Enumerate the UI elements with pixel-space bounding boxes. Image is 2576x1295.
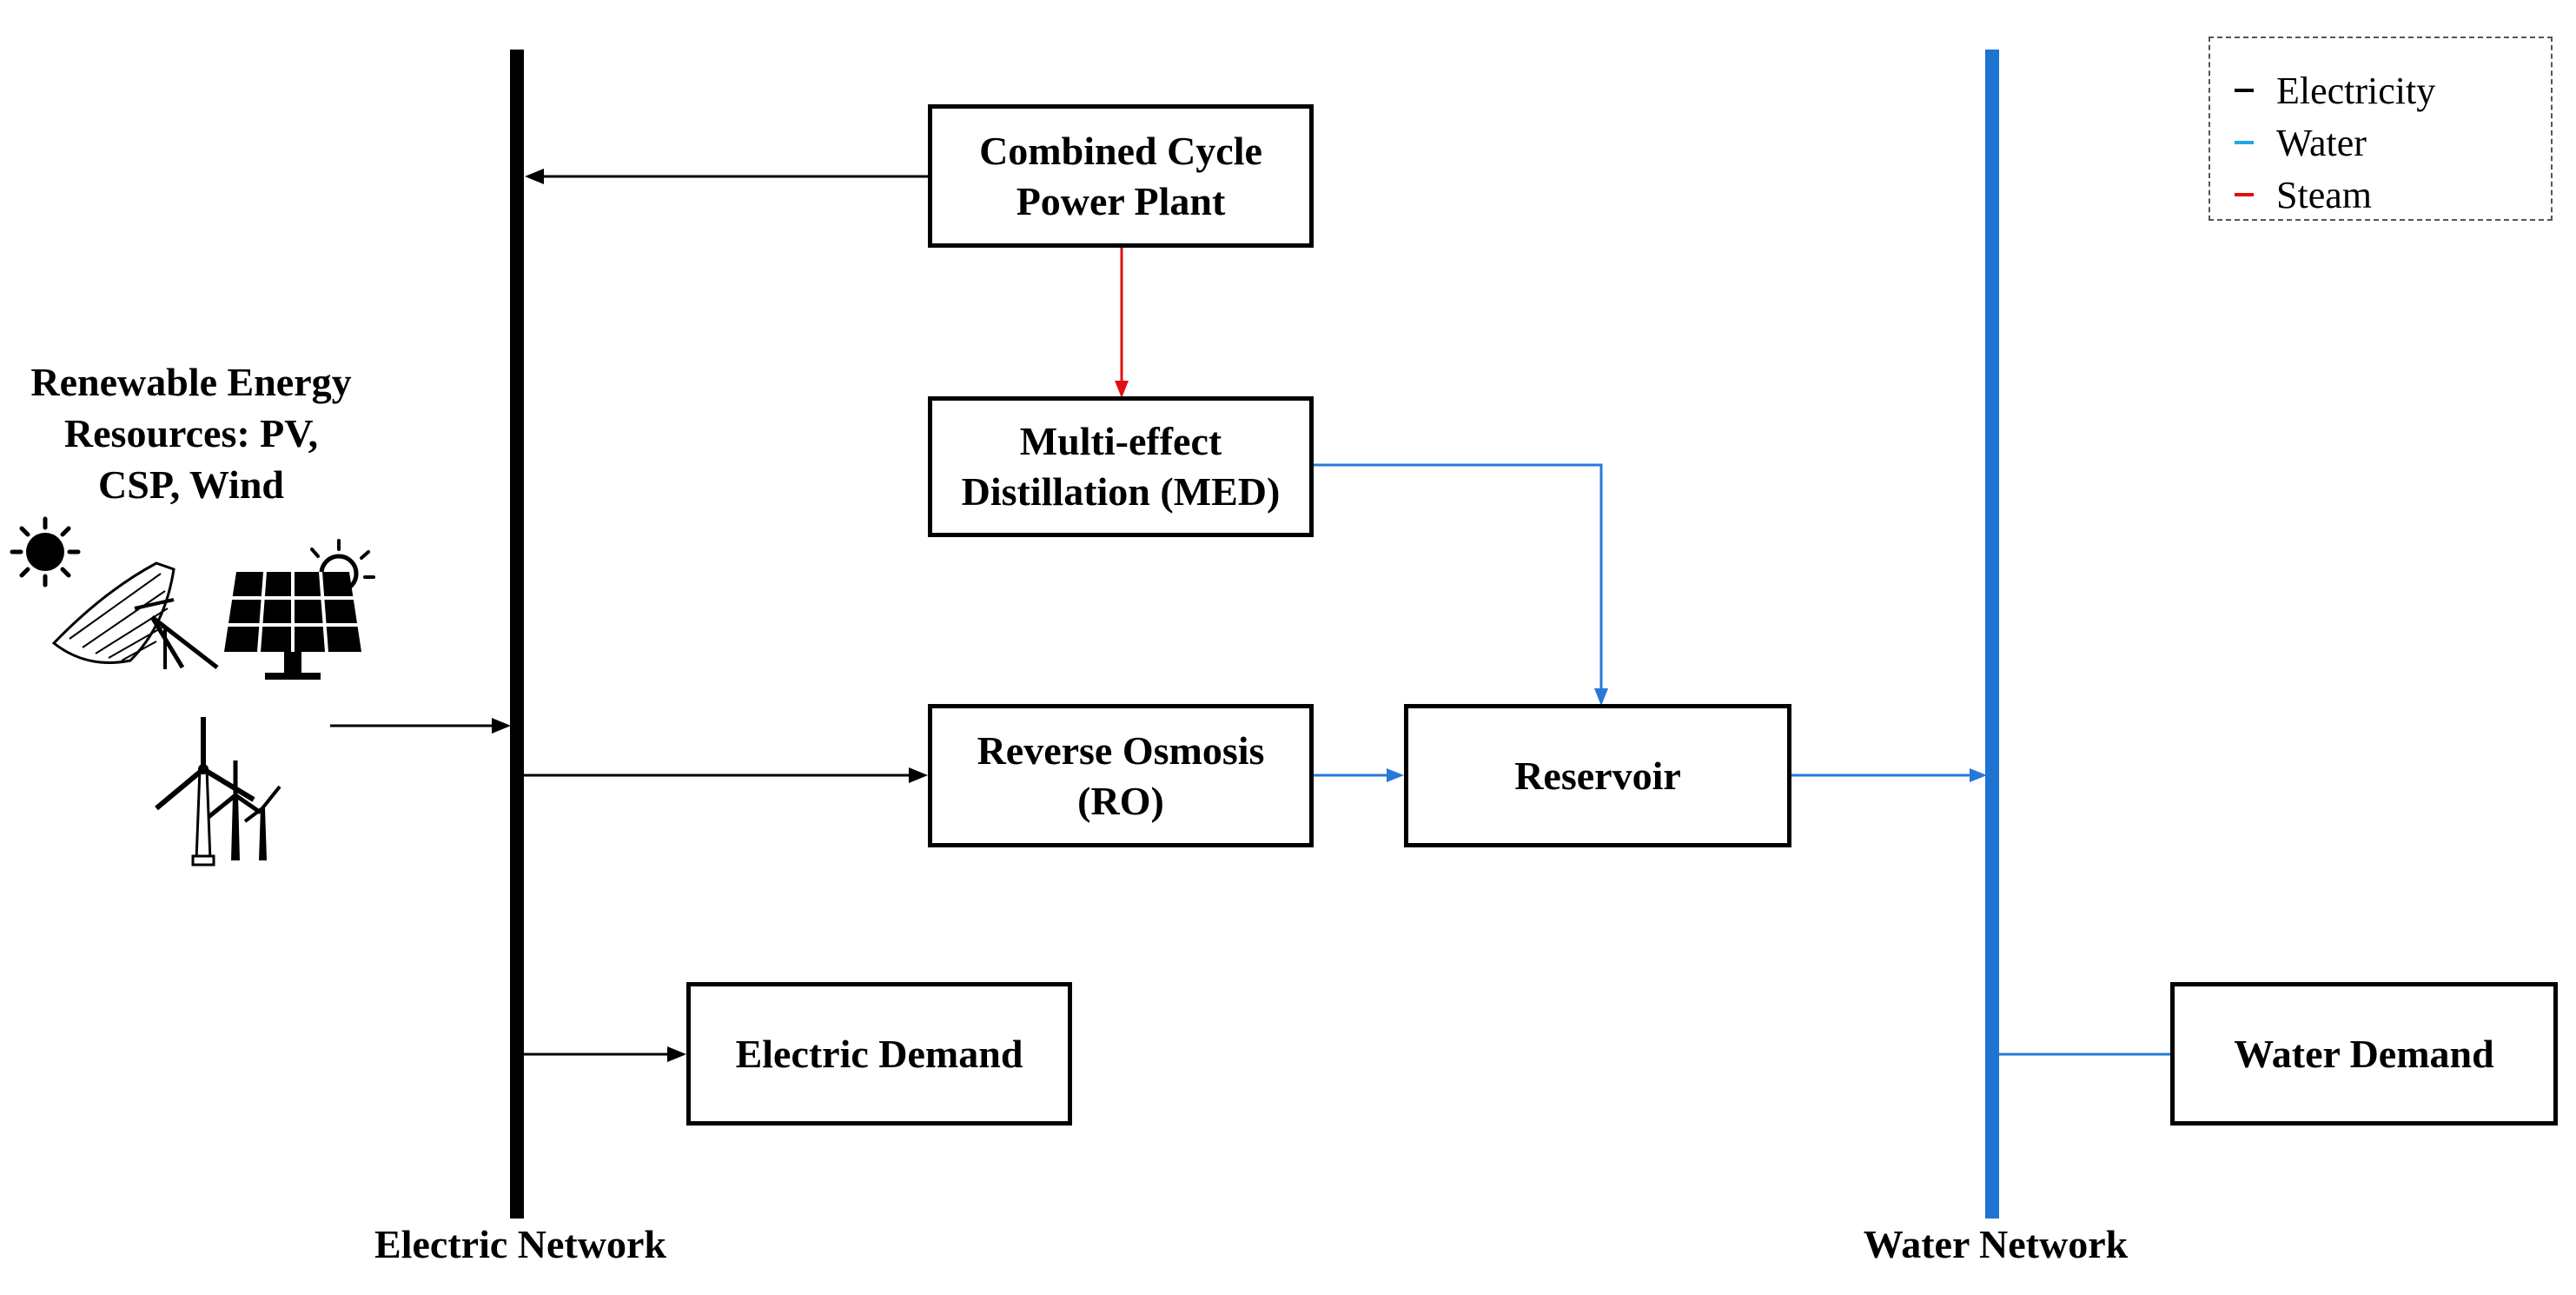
electric-network-bus xyxy=(510,50,524,1219)
legend-swatch-electricity xyxy=(2235,89,2254,92)
ccpp-to-electric-arrowhead xyxy=(525,169,544,184)
reservoir-box: Reservoir xyxy=(1404,704,1791,847)
renewables-line1: Renewable Energy xyxy=(30,360,352,404)
renewables-caption: Renewable Energy Resources: PV, CSP, Win… xyxy=(0,356,382,510)
multi-effect-distillation-box: Multi-effect Distillation (MED) xyxy=(928,396,1314,537)
ccpp-label-line1: Combined Cycle xyxy=(979,128,1262,173)
combined-cycle-power-plant-box: Combined Cycle Power Plant xyxy=(928,104,1314,248)
water-demand-label: Water Demand xyxy=(2234,1031,2494,1076)
med-to-reservoir-arrowhead xyxy=(1594,688,1608,706)
steam-arrowhead xyxy=(1115,381,1129,398)
legend-label-water: Water xyxy=(2276,121,2367,164)
electric-network-label: Electric Network xyxy=(374,1222,666,1266)
ccpp-label-line2: Power Plant xyxy=(1016,178,1226,223)
sun-icon xyxy=(10,516,81,588)
water-network-label: Water Network xyxy=(1863,1222,2129,1266)
reservoir-to-water-arrowhead xyxy=(1970,768,1987,782)
electric-to-demand-arrowhead xyxy=(667,1046,686,1062)
electric-demand-box: Electric Demand xyxy=(686,982,1072,1126)
legend-swatch-steam xyxy=(2235,193,2254,196)
renewables-to-electric-arrowhead xyxy=(492,718,511,734)
med-label-line2: Distillation (MED) xyxy=(961,469,1281,514)
legend-item-water: Water xyxy=(2235,118,2367,167)
renewables-line3: CSP, Wind xyxy=(98,462,284,507)
renewables-line2: Resources: PV, xyxy=(63,411,319,455)
wind-turbine-icon xyxy=(155,717,281,867)
water-demand-box: Water Demand xyxy=(2170,982,2558,1126)
electric-demand-label: Electric Demand xyxy=(735,1031,1023,1076)
legend-label-steam: Steam xyxy=(2276,173,2372,216)
med-label-line1: Multi-effect xyxy=(1019,419,1222,463)
csp-dish-icon xyxy=(51,561,219,669)
legend-item-steam: Steam xyxy=(2235,170,2372,219)
solar-panel-icon xyxy=(224,539,375,680)
legend-item-electricity: Electricity xyxy=(2235,66,2435,115)
ro-label-line1: Reverse Osmosis xyxy=(977,727,1265,773)
water-network-bus xyxy=(1985,50,1999,1219)
ro-label-line2: (RO) xyxy=(1077,778,1164,823)
ro-to-reservoir-arrowhead xyxy=(1387,768,1404,782)
legend-swatch-water xyxy=(2235,141,2254,144)
electric-to-ro-arrowhead xyxy=(909,767,928,783)
reservoir-label: Reservoir xyxy=(1514,753,1681,798)
legend: Electricity Water Steam xyxy=(2208,37,2553,221)
reverse-osmosis-box: Reverse Osmosis (RO) xyxy=(928,704,1314,847)
legend-label-electricity: Electricity xyxy=(2276,69,2436,112)
med-to-reservoir-arrow xyxy=(1314,463,1603,695)
